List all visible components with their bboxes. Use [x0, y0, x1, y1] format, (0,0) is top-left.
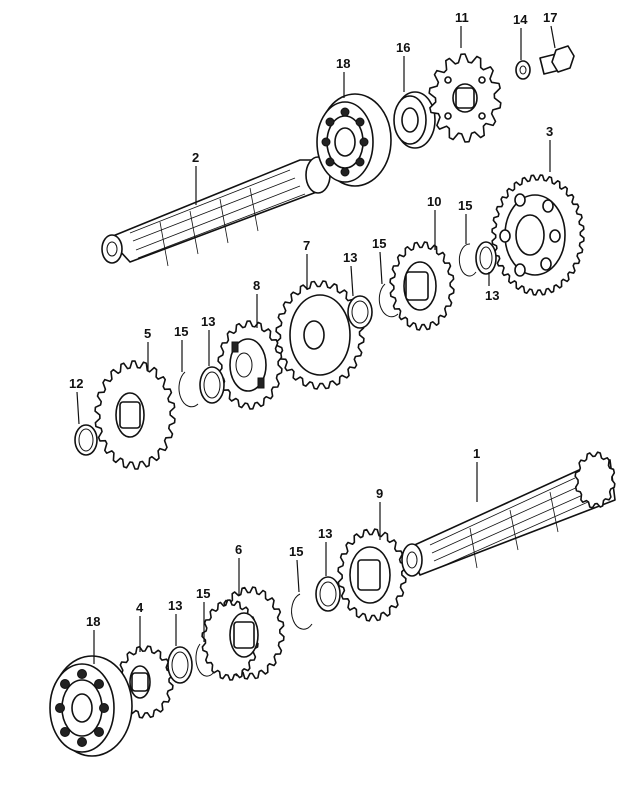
callout-15a: 15 [458, 198, 472, 244]
circlip-15e [195, 643, 215, 677]
callout-13e: 13 [168, 598, 182, 646]
countershaft-part-2 [101, 156, 331, 267]
svg-text:15: 15 [289, 544, 303, 559]
bearing-part-18-upper [316, 93, 392, 187]
callout-6: 6 [235, 542, 242, 596]
svg-text:2: 2 [192, 150, 199, 165]
callout-13c: 13 [201, 314, 215, 366]
svg-text:7: 7 [303, 238, 310, 253]
svg-text:3: 3 [546, 124, 553, 139]
callout-18-lower: 18 [86, 614, 100, 664]
gear-part-3 [491, 174, 585, 296]
svg-text:13: 13 [201, 314, 215, 329]
gear-part-10 [389, 241, 455, 331]
thrust-washer-13e [167, 646, 193, 684]
callout-13b: 13 [485, 272, 499, 303]
gear-part-9 [337, 528, 407, 622]
callout-8: 8 [253, 278, 260, 328]
callout-2: 2 [192, 150, 199, 205]
callout-7: 7 [303, 238, 310, 290]
callout-5: 5 [144, 326, 151, 370]
rings [74, 241, 497, 684]
svg-text:4: 4 [136, 600, 144, 615]
callout-13a: 13 [343, 250, 357, 297]
callout-4: 4 [136, 600, 144, 652]
bearing-part-18-lower [49, 655, 133, 757]
circlip-15a [458, 243, 477, 277]
callout-11: 11 [455, 10, 469, 48]
callout-16: 16 [396, 40, 410, 92]
callout-14: 14 [513, 12, 528, 60]
thrust-washer-13a [475, 241, 497, 275]
svg-text:12: 12 [69, 376, 83, 391]
thrust-washer-13b [347, 295, 373, 329]
svg-text:13: 13 [343, 250, 357, 265]
mainshaft-part-1 [401, 451, 616, 577]
thrust-washer-13c [199, 366, 225, 404]
gear-part-5 [94, 360, 176, 470]
svg-text:17: 17 [543, 10, 557, 25]
callout-15d: 15 [289, 544, 303, 593]
svg-text:10: 10 [427, 194, 441, 209]
svg-text:11: 11 [455, 10, 469, 25]
callout-10: 10 [427, 194, 441, 250]
svg-text:15: 15 [372, 236, 386, 251]
svg-text:13: 13 [168, 598, 182, 613]
svg-text:15: 15 [196, 586, 210, 601]
callout-18-upper: 18 [336, 56, 350, 98]
svg-text:1: 1 [473, 446, 480, 461]
gear-part-8 [217, 320, 283, 410]
svg-text:15: 15 [174, 324, 188, 339]
oil-seal-part-16 [393, 91, 436, 149]
callout-15b: 15 [372, 236, 386, 285]
svg-text:9: 9 [376, 486, 383, 501]
callout-3: 3 [546, 124, 553, 172]
callout-15e: 15 [196, 586, 210, 642]
callouts: 11 14 17 16 18 2 3 10 15 7 [69, 10, 557, 664]
svg-text:5: 5 [144, 326, 151, 341]
washer-part-14 [515, 60, 531, 80]
svg-text:18: 18 [86, 614, 100, 629]
svg-text:18: 18 [336, 56, 350, 71]
gear-part-6 [201, 586, 285, 681]
svg-text:13: 13 [318, 526, 332, 541]
washer-12 [74, 424, 98, 456]
svg-text:13: 13 [485, 288, 499, 303]
callout-1: 1 [473, 446, 480, 502]
circlip-15d [291, 593, 313, 630]
bolt-part-17 [539, 45, 575, 75]
thrust-washer-13d [315, 576, 341, 612]
callout-13d: 13 [318, 526, 332, 576]
circlip-15b [378, 283, 399, 318]
callout-12: 12 [69, 376, 83, 425]
drive-sprocket-part-11 [428, 53, 502, 143]
svg-text:8: 8 [253, 278, 260, 293]
callout-15c: 15 [174, 324, 188, 372]
callout-17: 17 [543, 10, 557, 49]
svg-text:6: 6 [235, 542, 242, 557]
gear-part-7 [275, 280, 365, 390]
circlip-15c [178, 371, 199, 408]
svg-text:16: 16 [396, 40, 410, 55]
svg-text:14: 14 [513, 12, 528, 27]
callout-9: 9 [376, 486, 383, 540]
svg-text:15: 15 [458, 198, 472, 213]
